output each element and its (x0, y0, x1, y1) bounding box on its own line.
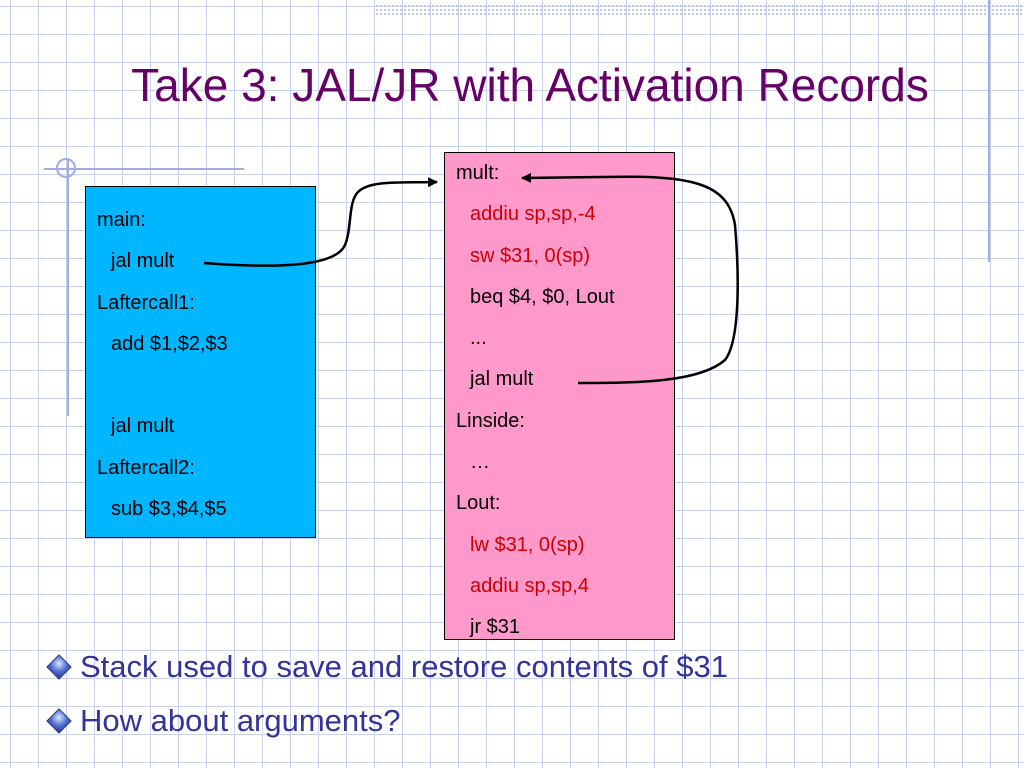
decorative-crosshair-icon (56, 158, 76, 178)
bullet-text: How about arguments? (80, 703, 401, 738)
diamond-bullet-icon (46, 654, 72, 680)
arrow-recursive-call (521, 172, 739, 385)
code-line-lout-label: Lout: (456, 492, 501, 515)
code-line-jr-ra: jr $31 (470, 616, 521, 639)
diamond-bullet-icon (46, 708, 72, 734)
code-line-add: add $1,$2,$3 (111, 332, 228, 355)
bullet-item: How about arguments? (44, 694, 728, 748)
bullet-item: Stack used to save and restore contents … (44, 640, 728, 694)
arrow-main-to-mult (203, 177, 438, 267)
code-line-addiu-pop: addiu sp,sp,4 (470, 574, 589, 597)
code-line-mult-label: mult: (456, 162, 500, 184)
mult-code-block: mult: addiu sp,sp,-4 sw $31, 0(sp) beq $… (444, 152, 675, 640)
code-line-jal-mult-1: jal mult (111, 250, 175, 273)
code-line-addiu-push: addiu sp,sp,-4 (470, 203, 596, 226)
code-line-main-label: main: (97, 209, 146, 231)
code-line-laftercall1-label: Laftercall1: (97, 291, 195, 314)
code-line-jal-mult-recursive: jal mult (470, 368, 534, 391)
bullet-list: Stack used to save and restore contents … (44, 640, 728, 748)
decorative-right-rule (988, 0, 990, 262)
slide-title: Take 3: JAL/JR with Activation Records (131, 59, 929, 111)
code-line-beq: beq $4, $0, Lout (470, 285, 615, 308)
main-code-block: main: jal mult Laftercall1: add $1,$2,$3… (85, 186, 316, 538)
code-line-jal-mult-2: jal mult (111, 415, 175, 438)
decorative-top-band (375, 4, 1024, 17)
code-line-linside-label: Linside: (456, 409, 525, 432)
decorative-left-rule-vertical (67, 158, 69, 416)
code-line-ellipsis-1: ... (470, 327, 487, 350)
code-line-laftercall2-label: Laftercall2: (97, 456, 195, 479)
code-line-sw-ra: sw $31, 0(sp) (470, 244, 591, 267)
code-line-lw-ra: lw $31, 0(sp) (470, 533, 585, 556)
bullet-text: Stack used to save and restore contents … (80, 649, 728, 684)
code-line-sub: sub $3,$4,$5 (111, 498, 227, 521)
decorative-left-rule-horizontal (44, 168, 244, 170)
code-line-ellipsis-2: … (470, 451, 490, 474)
